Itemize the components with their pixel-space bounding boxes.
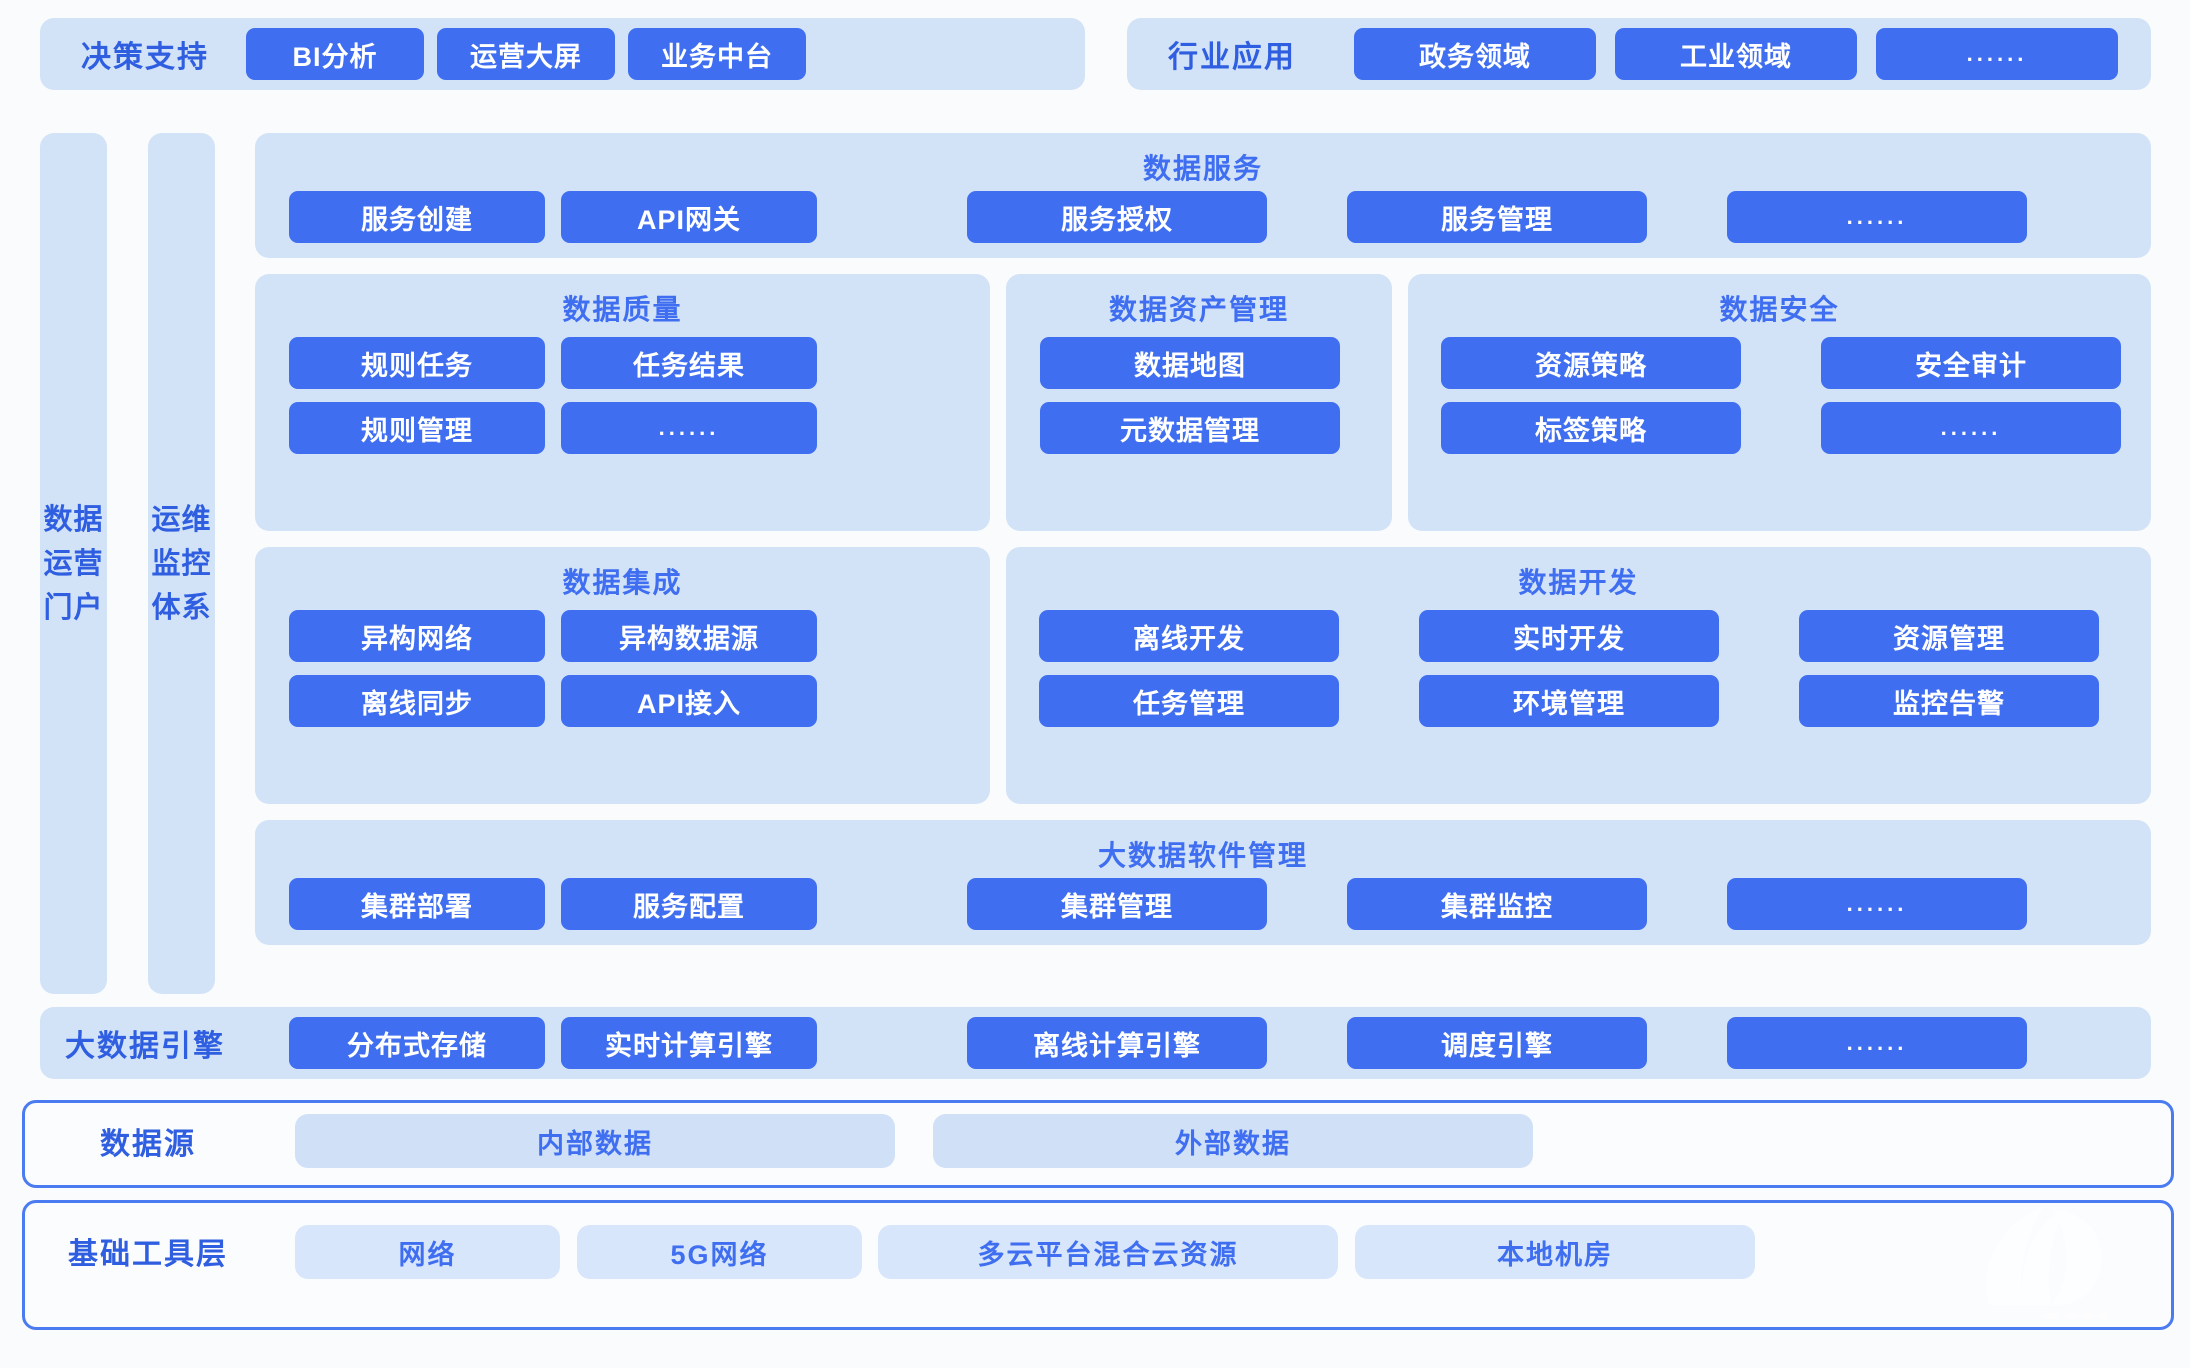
btn-cluster-management[interactable]: 集群管理	[967, 878, 1267, 930]
btn-api-access[interactable]: API接入	[561, 675, 817, 727]
btn-heterogeneous-datasource[interactable]: 异构数据源	[561, 610, 817, 662]
decision-support-panel: 决策支持 BI分析 运营大屏 业务中台	[40, 18, 1085, 90]
sidebar-line: 体系	[151, 591, 212, 624]
btn-government-domain[interactable]: 政务领域	[1354, 28, 1596, 80]
bigdata-engine-row: 大数据引擎 分布式存储 实时计算引擎 离线计算引擎 调度引擎 ......	[40, 1007, 2151, 1079]
btn-cluster-deploy[interactable]: 集群部署	[289, 878, 545, 930]
btn-heterogeneous-network[interactable]: 异构网络	[289, 610, 545, 662]
btn-bi-analysis[interactable]: BI分析	[246, 28, 424, 80]
btn-data-security-more[interactable]: ......	[1821, 402, 2121, 454]
btn-operation-screen[interactable]: 运营大屏	[437, 28, 615, 80]
section-data-service-title: 数据服务	[1142, 153, 1263, 184]
section-data-security-title: 数据安全	[1719, 294, 1840, 325]
btn-realtime-development[interactable]: 实时开发	[1419, 610, 1719, 662]
section-data-asset-management-title: 数据资产管理	[1108, 294, 1289, 325]
infrastructure-tool-layer-row: 基础工具层 网络 5G网络 多云平台混合云资源 本地机房	[22, 1200, 2174, 1330]
btn-api-gateway[interactable]: API网关	[561, 191, 817, 243]
btn-business-midend[interactable]: 业务中台	[628, 28, 806, 80]
btn-data-service-more[interactable]: ......	[1727, 191, 2027, 243]
btn-metadata-management[interactable]: 元数据管理	[1040, 402, 1340, 454]
section-data-quality-title: 数据质量	[562, 294, 683, 325]
btn-environment-management[interactable]: 环境管理	[1419, 675, 1719, 727]
industry-application-label: 行业应用	[1168, 41, 1296, 74]
btn-security-audit[interactable]: 安全审计	[1821, 337, 2121, 389]
top-application-row: 决策支持 BI分析 运营大屏 业务中台 行业应用 政务领域 工业领域 .....…	[0, 0, 2190, 102]
sidebar-ops-monitoring-system-label: 运维 监控 体系	[148, 498, 215, 630]
data-source-row: 数据源 内部数据 外部数据	[22, 1100, 2174, 1188]
btn-task-result[interactable]: 任务结果	[561, 337, 817, 389]
btn-resource-policy[interactable]: 资源策略	[1441, 337, 1741, 389]
btn-data-quality-more[interactable]: ......	[561, 402, 817, 454]
sidebar-line: 运营	[43, 547, 104, 580]
btn-offline-sync[interactable]: 离线同步	[289, 675, 545, 727]
box-multicloud-hybrid-resource[interactable]: 多云平台混合云资源	[878, 1225, 1338, 1279]
btn-monitoring-alarm[interactable]: 监控告警	[1799, 675, 2099, 727]
btn-data-map[interactable]: 数据地图	[1040, 337, 1340, 389]
btn-service-config[interactable]: 服务配置	[561, 878, 817, 930]
data-source-label: 数据源	[100, 1128, 196, 1161]
section-data-quality: 数据质量 规则任务 任务结果 规则管理 ......	[255, 274, 990, 531]
btn-label-policy[interactable]: 标签策略	[1441, 402, 1741, 454]
decision-support-label: 决策支持	[81, 41, 209, 74]
section-data-asset-management: 数据资产管理 数据地图 元数据管理	[1006, 274, 1392, 531]
section-data-development-title: 数据开发	[1518, 567, 1639, 598]
btn-rule-task[interactable]: 规则任务	[289, 337, 545, 389]
section-data-development: 数据开发 离线开发 实时开发 资源管理 任务管理 环境管理 监控告警	[1006, 547, 2151, 804]
box-internal-data[interactable]: 内部数据	[295, 1114, 895, 1168]
sidebar-line: 监控	[151, 547, 212, 580]
btn-task-management[interactable]: 任务管理	[1039, 675, 1339, 727]
btn-offline-development[interactable]: 离线开发	[1039, 610, 1339, 662]
company-watermark-logo	[1986, 1207, 2107, 1319]
btn-rule-management[interactable]: 规则管理	[289, 402, 545, 454]
sidebar-line: 数据	[43, 503, 104, 536]
sidebar-data-operation-portal-label: 数据 运营 门户	[40, 498, 107, 630]
platform-capability-column: 数据服务 服务创建 API网关 服务授权 服务管理 ...... 数据质量 规则…	[255, 133, 2151, 994]
btn-distributed-storage[interactable]: 分布式存储	[289, 1017, 545, 1069]
box-network[interactable]: 网络	[295, 1225, 560, 1279]
box-5g-network[interactable]: 5G网络	[577, 1225, 862, 1279]
btn-offline-compute-engine[interactable]: 离线计算引擎	[967, 1017, 1267, 1069]
btn-service-authorization[interactable]: 服务授权	[967, 191, 1267, 243]
sidebar-line: 门户	[43, 591, 104, 624]
btn-industry-more[interactable]: ......	[1876, 28, 2118, 80]
section-data-service: 数据服务 服务创建 API网关 服务授权 服务管理 ......	[255, 133, 2151, 258]
section-bigdata-software-management: 大数据软件管理 集群部署 服务配置 集群管理 集群监控 ......	[255, 820, 2151, 945]
section-bigdata-software-management-title: 大数据软件管理	[1097, 840, 1308, 871]
industry-application-panel: 行业应用 政务领域 工业领域 ......	[1127, 18, 2151, 90]
btn-industrial-domain[interactable]: 工业领域	[1615, 28, 1857, 80]
btn-service-create[interactable]: 服务创建	[289, 191, 545, 243]
infrastructure-tool-layer-label: 基础工具层	[68, 1238, 228, 1271]
btn-service-management[interactable]: 服务管理	[1347, 191, 1647, 243]
sidebar-data-operation-portal[interactable]: 数据 运营 门户	[40, 133, 107, 994]
bigdata-engine-label: 大数据引擎	[65, 1030, 225, 1063]
btn-cluster-monitoring[interactable]: 集群监控	[1347, 878, 1647, 930]
box-local-datacenter[interactable]: 本地机房	[1355, 1225, 1755, 1279]
sidebar-ops-monitoring-system[interactable]: 运维 监控 体系	[148, 133, 215, 994]
btn-scheduling-engine[interactable]: 调度引擎	[1347, 1017, 1647, 1069]
section-data-integration: 数据集成 异构网络 异构数据源 离线同步 API接入	[255, 547, 990, 804]
section-data-integration-title: 数据集成	[562, 567, 683, 598]
btn-bigdata-software-more[interactable]: ......	[1727, 878, 2027, 930]
btn-realtime-compute-engine[interactable]: 实时计算引擎	[561, 1017, 817, 1069]
sidebar-line: 运维	[151, 503, 212, 536]
box-external-data[interactable]: 外部数据	[933, 1114, 1533, 1168]
section-data-security: 数据安全 资源策略 安全审计 标签策略 ......	[1408, 274, 2151, 531]
btn-resource-management[interactable]: 资源管理	[1799, 610, 2099, 662]
btn-bigdata-engine-more[interactable]: ......	[1727, 1017, 2027, 1069]
